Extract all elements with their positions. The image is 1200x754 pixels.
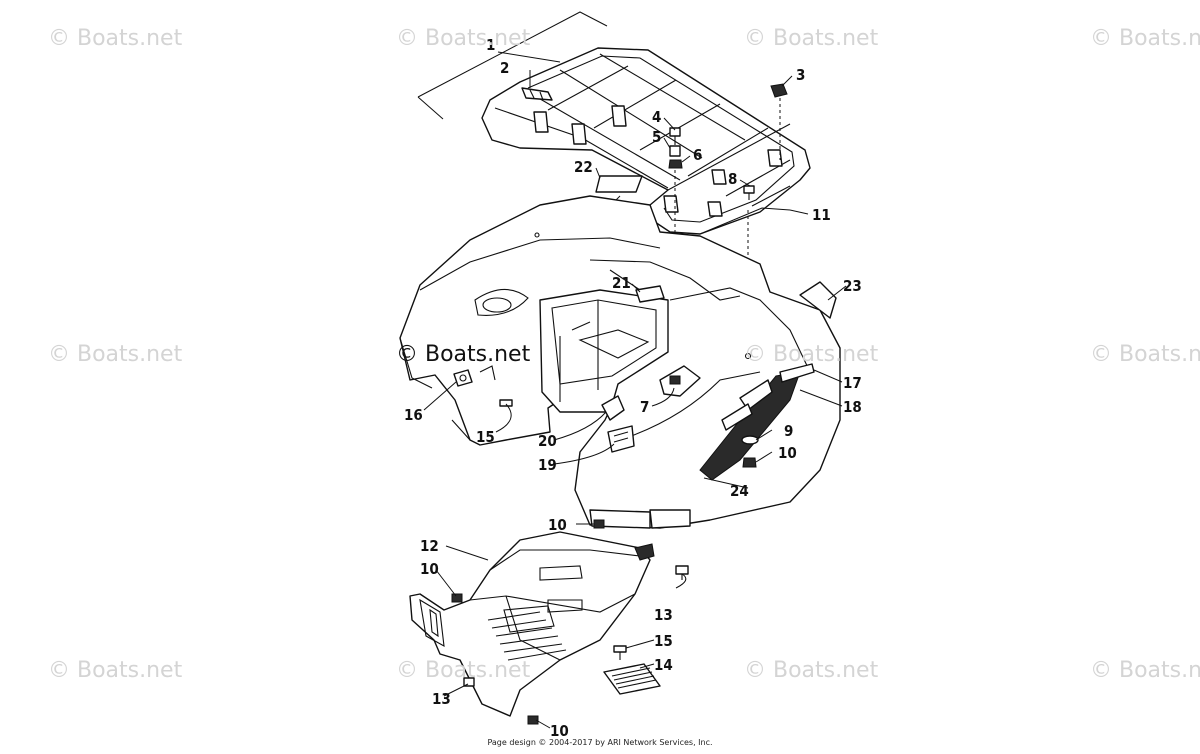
rear-rack [481, 47, 811, 235]
callout-1: 1 [486, 36, 495, 54]
callout-23: 23 [843, 277, 862, 295]
callout-15b: 15 [654, 632, 673, 650]
hardware-lower [451, 565, 689, 725]
callout-10d: 10 [550, 722, 569, 740]
decal-23 [799, 281, 837, 319]
callout-10c: 10 [420, 560, 439, 578]
watermark: © Boats.net [48, 342, 183, 367]
callout-12: 12 [420, 537, 439, 555]
callout-2: 2 [500, 59, 509, 77]
hardware-middle [593, 365, 759, 529]
callout-3: 3 [796, 66, 805, 84]
callout-18: 18 [843, 398, 862, 416]
watermark: © Boats.net [744, 26, 879, 51]
callout-15: 15 [476, 428, 495, 446]
footwell [409, 531, 655, 717]
watermark-center: © Boats.net [396, 342, 531, 367]
bolt-4-head [669, 127, 681, 137]
nut-3 [770, 83, 788, 98]
callout-labels: 1 2 3 4 5 6 22 8 11 21 23 17 18 16 15 7 … [404, 36, 862, 740]
callout-5: 5 [652, 128, 661, 146]
callout-6: 6 [693, 146, 702, 164]
callout-19: 19 [538, 456, 557, 474]
callout-8: 8 [728, 170, 737, 188]
watermark: © Boats.net [1090, 658, 1200, 683]
step-plate-14 [603, 663, 661, 695]
callout-4: 4 [652, 108, 661, 126]
watermark: © Boats.net [744, 342, 879, 367]
callout-24: 24 [730, 482, 749, 500]
callout-16: 16 [404, 406, 423, 424]
rear-fender [399, 195, 841, 529]
hardware-upper [668, 83, 788, 200]
watermark: © Boats.net [1090, 342, 1200, 367]
decal-22 [595, 175, 643, 193]
watermark: © Boats.net [1090, 26, 1200, 51]
watermark: © Boats.net [744, 658, 879, 683]
footer-copyright: Page design © 2004-2017 by ARI Network S… [487, 738, 713, 747]
callout-7: 7 [640, 398, 649, 416]
callout-9: 9 [784, 422, 793, 440]
callout-20: 20 [538, 432, 557, 450]
watermark: © Boats.net [396, 26, 531, 51]
assembly-bracket [417, 11, 608, 120]
callout-13: 13 [654, 606, 673, 624]
leader-lines [423, 51, 847, 729]
nut-6 [668, 159, 683, 169]
callout-11: 11 [812, 206, 831, 224]
decal-21 [635, 285, 665, 303]
watermark: © Boats.net [48, 658, 183, 683]
callout-22: 22 [574, 158, 593, 176]
watermark: © Boats.net [48, 26, 183, 51]
callout-17: 17 [843, 374, 862, 392]
callout-21: 21 [612, 274, 631, 292]
latch-20-decal-19 [601, 395, 635, 453]
callout-14: 14 [654, 656, 673, 674]
callout-10b: 10 [548, 516, 567, 534]
spacer-5 [669, 145, 681, 157]
watermark: © Boats.net [396, 658, 531, 683]
hardware-left [453, 365, 513, 407]
bolt-8-head [743, 185, 755, 194]
callout-13b: 13 [432, 690, 451, 708]
callout-10: 10 [778, 444, 797, 462]
